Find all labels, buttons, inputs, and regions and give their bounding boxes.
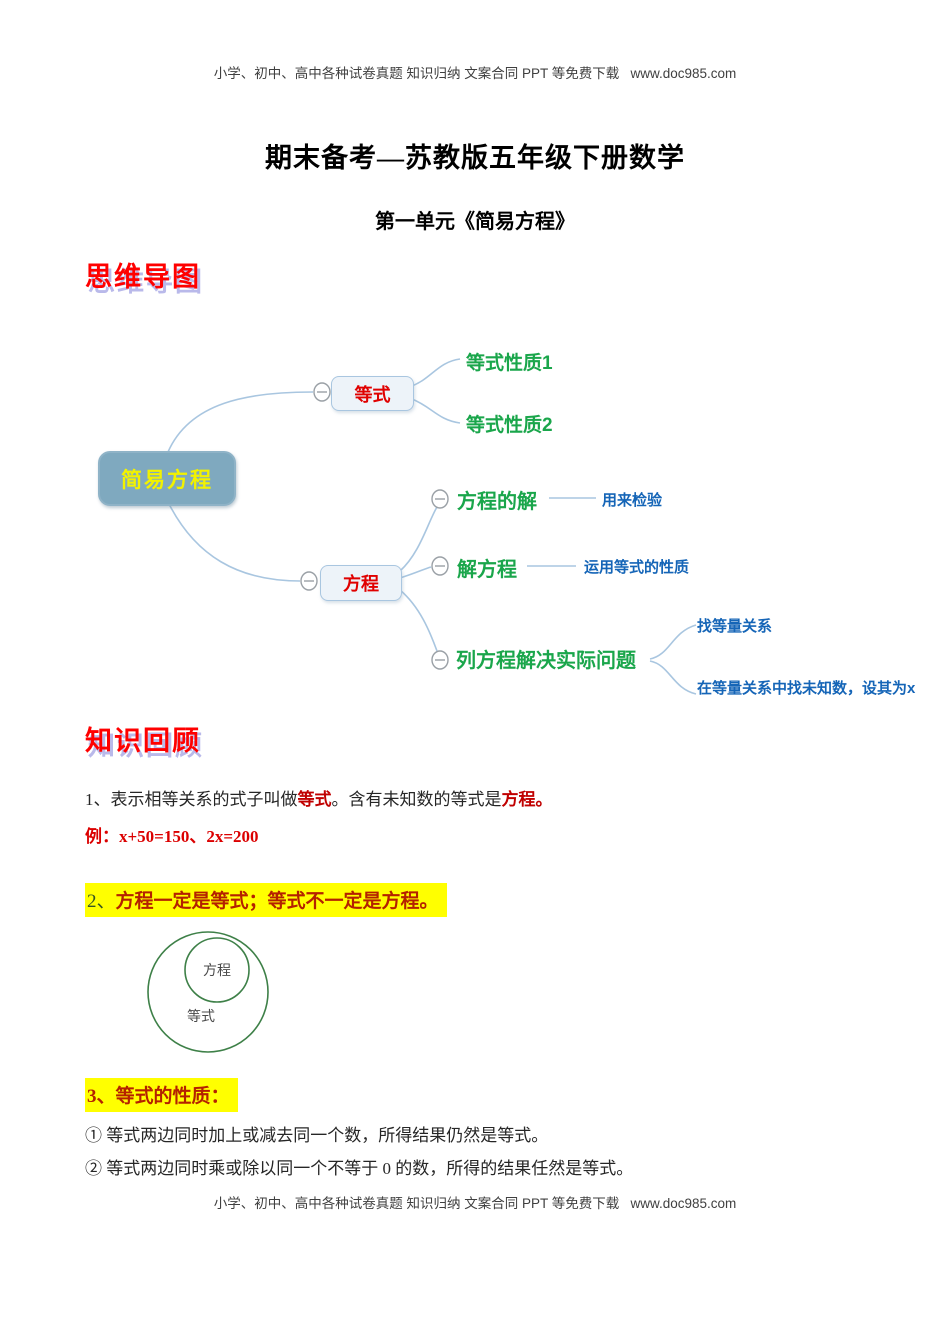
review-point-1-prefix: 1、表示相等关系的式子叫做 [85,790,298,809]
mindmap-label-word-problems: 列方程解决实际问题 [456,650,636,672]
example-line: 例：x+50=150、2x=200 [85,827,259,846]
mindmap-node-equation: 方程 [320,565,402,601]
unit-subtitle: 第一单元《简易方程》 [375,211,575,233]
term-equality: 等式 [297,790,332,809]
mindmap-node-equality: 等式 [331,376,414,411]
mindmap-root-node: 简易方程 [98,451,236,506]
review-point-2: 2、方程一定是等式；等式不一定是方程。 [85,883,447,917]
mindmap-note-use-properties: 运用等式的性质 [584,559,690,576]
review-point-3-number: 3、 [87,1086,116,1107]
collapse-minus-icon [431,650,449,670]
mindmap-sub-set-unknown: 在等量关系中找未知数，设其为x [697,680,916,697]
venn-outer-label: 等式 [187,1008,215,1025]
term-equation: 方程。 [501,790,553,809]
connector-root-to-equality [167,391,314,453]
venn-diagram: 方程 等式 [147,931,269,1053]
review-point-1: 1、表示相等关系的式子叫做等式。含有未知数的等式是方程。 [85,785,553,810]
connector-equation-to-solving [399,566,432,579]
connector-wordproblem-sub2 [649,660,697,695]
footer-watermark: 小学、初中、高中各种试卷真题 知识归纳 文案合同 PPT 等免费下载 www.d… [213,1196,737,1211]
connector-equation-to-solution [399,506,438,572]
review-point-1-mid: 。含有未知数的等式是 [331,790,502,809]
mindmap-label-equality-property1: 等式性质1 [466,353,553,374]
header-watermark: 小学、初中、高中各种试卷真题 知识归纳 文案合同 PPT 等免费下载 www.d… [213,66,737,81]
review-point-2-text: 方程一定是等式；等式不一定是方程。 [115,891,439,912]
doc-title: 期末备考—苏教版五年级下册数学 [265,143,685,173]
connector-equation-to-wordproblem [399,589,438,652]
equality-property-2: ② 等式两边同时乘或除以同一个不等于 0 的数，所得的结果任然是等式。 [85,1159,634,1178]
mindmap-label-solve-equation: 解方程 [457,559,517,581]
venn-outer-circle [147,931,269,1053]
section-heading-review: 知识回顾 [85,726,201,756]
mindmap-sub-find-relation: 找等量关系 [697,618,773,635]
collapse-minus-icon [313,382,331,402]
collapse-minus-icon [431,556,449,576]
collapse-minus-icon [431,489,449,509]
venn-inner-label: 方程 [203,963,231,979]
review-point-3-text: 等式的性质： [115,1086,230,1107]
connector-equality-to-prop1 [411,358,461,387]
connector-equality-to-prop2 [411,398,461,424]
collapse-minus-icon [300,571,318,591]
equality-property-1: ① 等式两边同时加上或减去同一个数，所得结果仍然是等式。 [85,1126,549,1145]
review-point-2-number: 2、 [87,891,116,912]
venn-inner-circle [184,937,250,1003]
mindmap-label-equation-solution: 方程的解 [457,491,537,513]
section-heading-mindmap: 思维导图 [85,262,201,292]
mindmap-note-check: 用来检验 [602,492,663,509]
review-point-3: 3、等式的性质： [85,1078,238,1112]
mindmap-label-equality-property2: 等式性质2 [466,415,553,436]
connector-root-to-equation [167,501,301,582]
connector-wordproblem-sub1 [649,624,697,660]
